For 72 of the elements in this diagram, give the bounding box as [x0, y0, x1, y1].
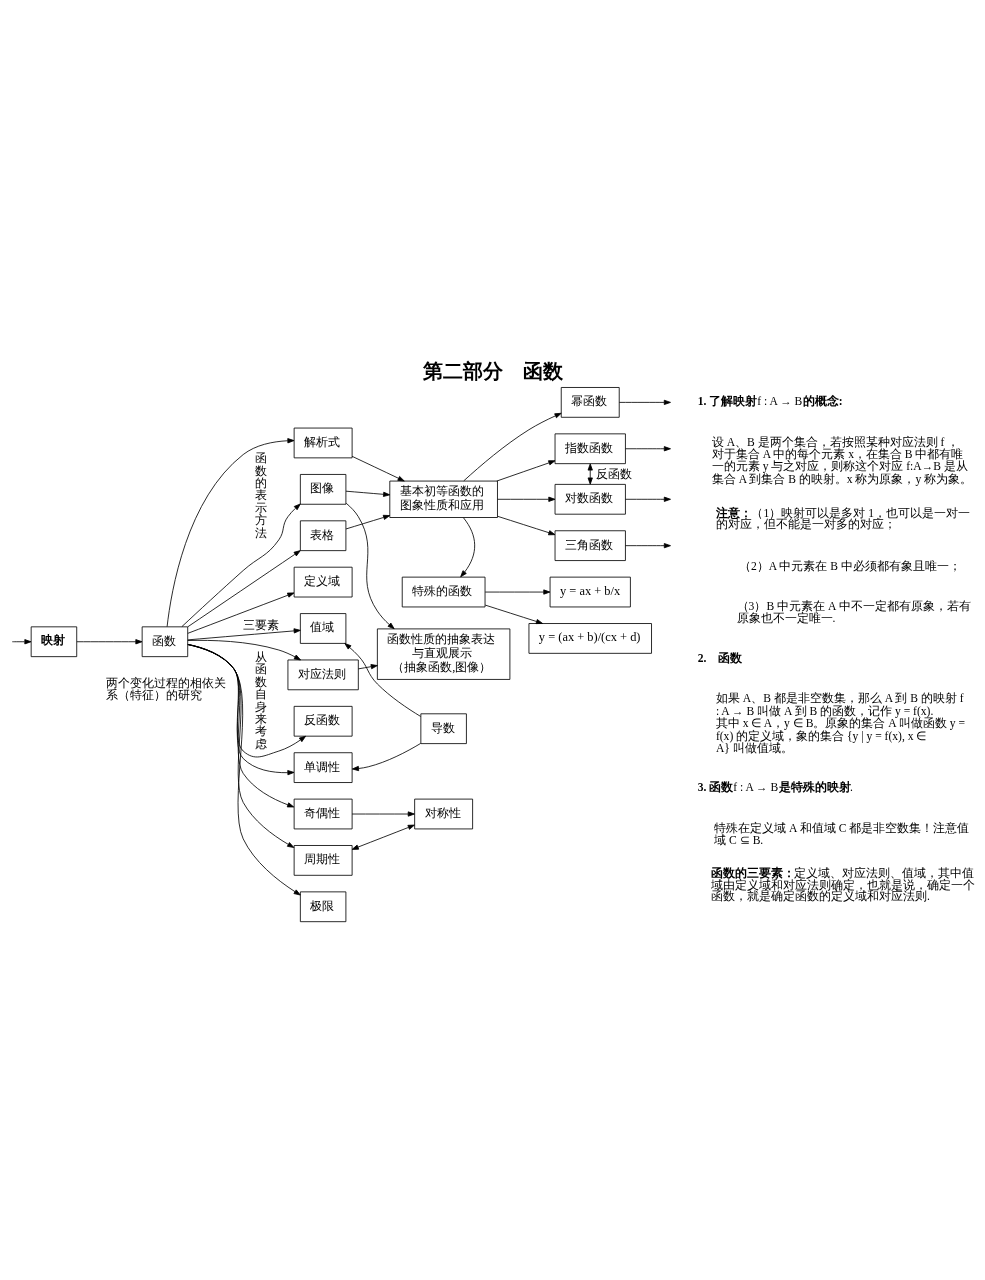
- arrow: [625, 445, 671, 451]
- node-box: 导数: [420, 712, 467, 744]
- node-box: 极限: [299, 890, 347, 922]
- node-box: 表格: [299, 519, 347, 551]
- node-box: 图像: [299, 473, 347, 505]
- arrow: [351, 742, 422, 771]
- edge-label: 三要素: [243, 618, 280, 632]
- label: 特殊在定义域 A 和值域 C 都是非空数集！注意值域 C ⊆ B.: [714, 821, 970, 847]
- arrow: [187, 639, 301, 660]
- node-box: 特殊的函数: [401, 576, 486, 607]
- arrow: [497, 515, 556, 535]
- arrow: [625, 496, 671, 502]
- arrow: [345, 502, 395, 629]
- arrow: [187, 643, 301, 895]
- arrow: [187, 643, 295, 807]
- arrow: [345, 490, 391, 497]
- arrow: [181, 503, 301, 627]
- label: 2. 函数: [697, 651, 743, 665]
- node-box: 指数函数: [554, 432, 626, 464]
- arrow: [187, 643, 295, 848]
- node-box: y = ax + b/x: [549, 576, 631, 607]
- arrow: [357, 663, 378, 669]
- node-box: 单调性: [293, 751, 353, 783]
- label: 如果 A、B 都是非空数集，那么 A 到 B 的映射 f : A → B 叫做 A 到 B 的函数，记作 y = f(x). 其中 x ∈ A，y ∈ B。原象的集合 A 叫做函数 y = f(x) 的定义域，象的集合 {y | y = f(x), x ∈ A} 叫做值域。: [715, 691, 966, 755]
- node-box: 对数函数: [554, 483, 626, 515]
- arrow: [625, 542, 671, 548]
- arrow: [484, 604, 543, 624]
- node-box: 三角函数: [554, 529, 626, 561]
- arrow: [351, 824, 415, 850]
- arrow: [463, 412, 562, 481]
- node-box: 基本初等函数的图象性质和应用: [389, 480, 498, 518]
- arrow: [497, 496, 556, 502]
- diagram-title: 第二部分 函数: [422, 359, 563, 382]
- node-box: y = (ax + b)/(cx + d): [528, 622, 652, 654]
- label: 1. 了解映射f : A → B的概念:: [697, 394, 843, 408]
- node-box: 函数: [141, 625, 189, 657]
- edge-label: 反函数: [595, 467, 632, 480]
- arrow: [460, 516, 476, 577]
- arrow: [351, 810, 415, 817]
- label: （2）A 中元素在 B 中必须都有象且唯一；: [739, 559, 962, 573]
- arrow: [496, 459, 556, 481]
- arrow: [187, 627, 301, 640]
- node-box: 对应法则: [287, 659, 359, 690]
- node-box: 映射: [30, 625, 78, 657]
- node-box: 幂函数: [560, 386, 620, 418]
- label: 两个变化过程的相依关系（特征）的研究: [105, 676, 226, 702]
- arrow: [187, 592, 295, 634]
- node-box: 奇偶性: [293, 798, 353, 829]
- node-box: 反函数: [293, 705, 353, 737]
- label: 设 A、B 是两个集合，若按照某种对应法则 f ，对于集合 A 中的每个元素 x，在集合 B 中都有唯一的元素 y 与之对应，则称这个对应 f:A→B 是从集合 A 到集合 B 的映射。x 称为原象，y 称为象。: [711, 435, 973, 486]
- node-box: 解析式: [293, 427, 353, 458]
- arrow: [587, 463, 593, 485]
- label: 函数的三要素：定义域、对应法则、值域，其中值域由定义域和对应法则确定，也就是说，确定一个函数，就是确定函数的定义域和对应法则.: [710, 866, 975, 903]
- arrow: [345, 514, 391, 529]
- arrow: [344, 642, 422, 717]
- arrow: [76, 638, 143, 644]
- arrow: [351, 455, 405, 481]
- label: 注意：（1）映射可以是多对 1，也可以是一对一的对应，但不能是一对多的对应；: [715, 506, 970, 531]
- node-box: 函数性质的抽象表达与直观展示 （抽象函数,图像）: [376, 628, 511, 680]
- arrow: [484, 588, 551, 595]
- label: （3）B 中元素在 A 中不一定都有原象，若有原象也不一定唯一.: [736, 599, 971, 625]
- node-box: 定义域: [293, 566, 353, 597]
- arrow: [11, 638, 32, 644]
- node-box: 值域: [299, 612, 347, 644]
- arrow: [187, 549, 301, 627]
- edge-label: 从函数自身来考虑: [254, 650, 267, 751]
- node-box: 对称性: [414, 798, 474, 829]
- label: 3. 函数f : A → B是特殊的映射.: [697, 780, 853, 794]
- node-box: 周期性: [293, 844, 353, 876]
- arrow: [166, 437, 295, 627]
- arrow: [618, 399, 671, 405]
- edge-label: 函数的表示方法: [254, 451, 267, 540]
